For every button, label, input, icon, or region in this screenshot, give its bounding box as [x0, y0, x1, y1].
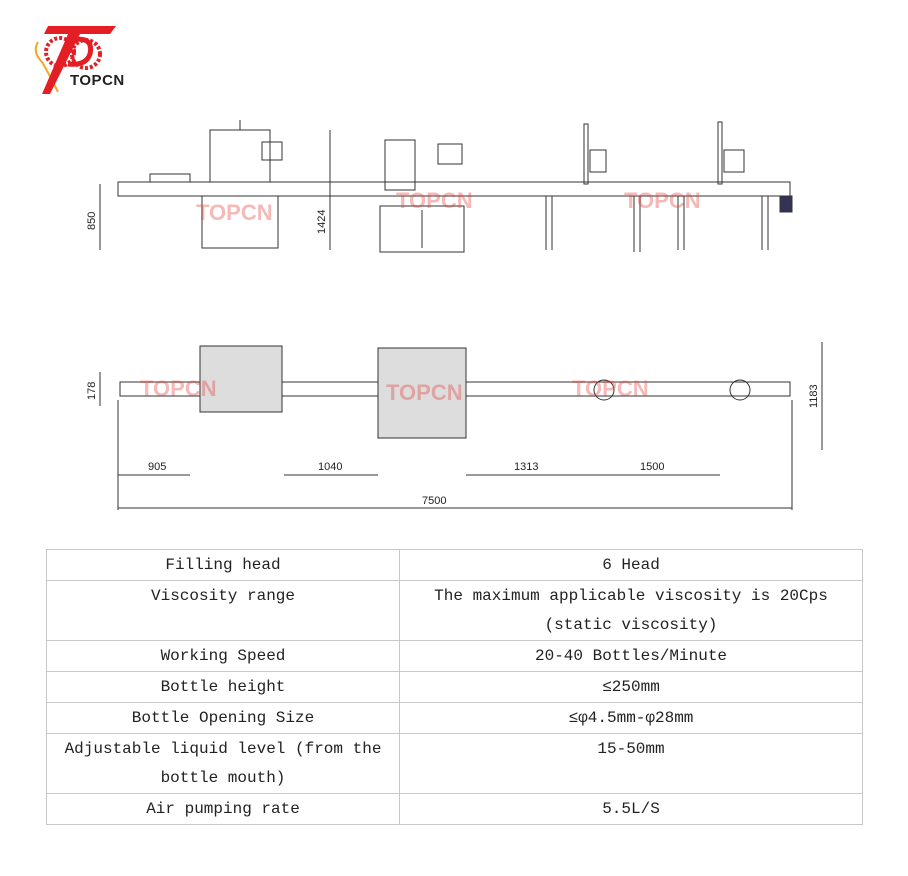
spec-value: 20-40 Bottles/Minute — [399, 640, 863, 672]
spec-value: The maximum applicable viscosity is 20Cp… — [399, 580, 863, 641]
table-row: Bottle Opening Size≤φ4.5mm-φ28mm — [46, 702, 863, 734]
dim-1424: 1424 — [316, 210, 328, 234]
spec-label: Bottle height — [46, 671, 400, 703]
dim-7500: 7500 — [422, 495, 446, 507]
watermark: TOPCN — [196, 200, 273, 225]
watermark: TOPCN — [140, 376, 217, 401]
dim-178: 178 — [86, 382, 98, 400]
watermark: TOPCN — [386, 380, 463, 405]
dim-905: 905 — [148, 461, 166, 473]
logo-mark-icon — [34, 26, 116, 94]
table-row: Bottle height≤250mm — [46, 671, 863, 703]
logo-text: TOPCN — [70, 72, 125, 89]
spec-value: ≤φ4.5mm-φ28mm — [399, 702, 863, 734]
spec-label: Bottle Opening Size — [46, 702, 400, 734]
dim-850: 850 — [86, 212, 98, 230]
filling-machine-cabinet — [201, 195, 279, 249]
table-row: Adjustable liquid level (from the bottle… — [46, 733, 863, 794]
spec-value: 6 Head — [399, 549, 863, 581]
dim-1183: 1183 — [808, 384, 820, 408]
spec-value: ≤250mm — [399, 671, 863, 703]
front-conveyor — [117, 181, 791, 197]
spec-label: Working Speed — [46, 640, 400, 672]
watermark: TOPCN — [572, 376, 649, 401]
spec-label: Filling head — [46, 549, 400, 581]
watermark: TOPCN — [396, 188, 473, 213]
capping-machine-cabinet — [379, 205, 465, 253]
dim-1500: 1500 — [640, 461, 664, 473]
watermark: TOPCN — [624, 188, 701, 213]
spec-value: 5.5L/S — [399, 793, 863, 825]
dim-1313: 1313 — [514, 461, 538, 473]
dim-1040: 1040 — [318, 461, 342, 473]
spec-value: 15-50mm — [399, 733, 863, 794]
spec-label: Adjustable liquid level (from the bottle… — [46, 733, 400, 794]
spec-label: Viscosity range — [46, 580, 400, 641]
spec-label: Air pumping rate — [46, 793, 400, 825]
production-line-drawing: TOPCN TOPCN TOPCN TOPCN TOPCN TOPCN 850 … — [86, 120, 823, 510]
